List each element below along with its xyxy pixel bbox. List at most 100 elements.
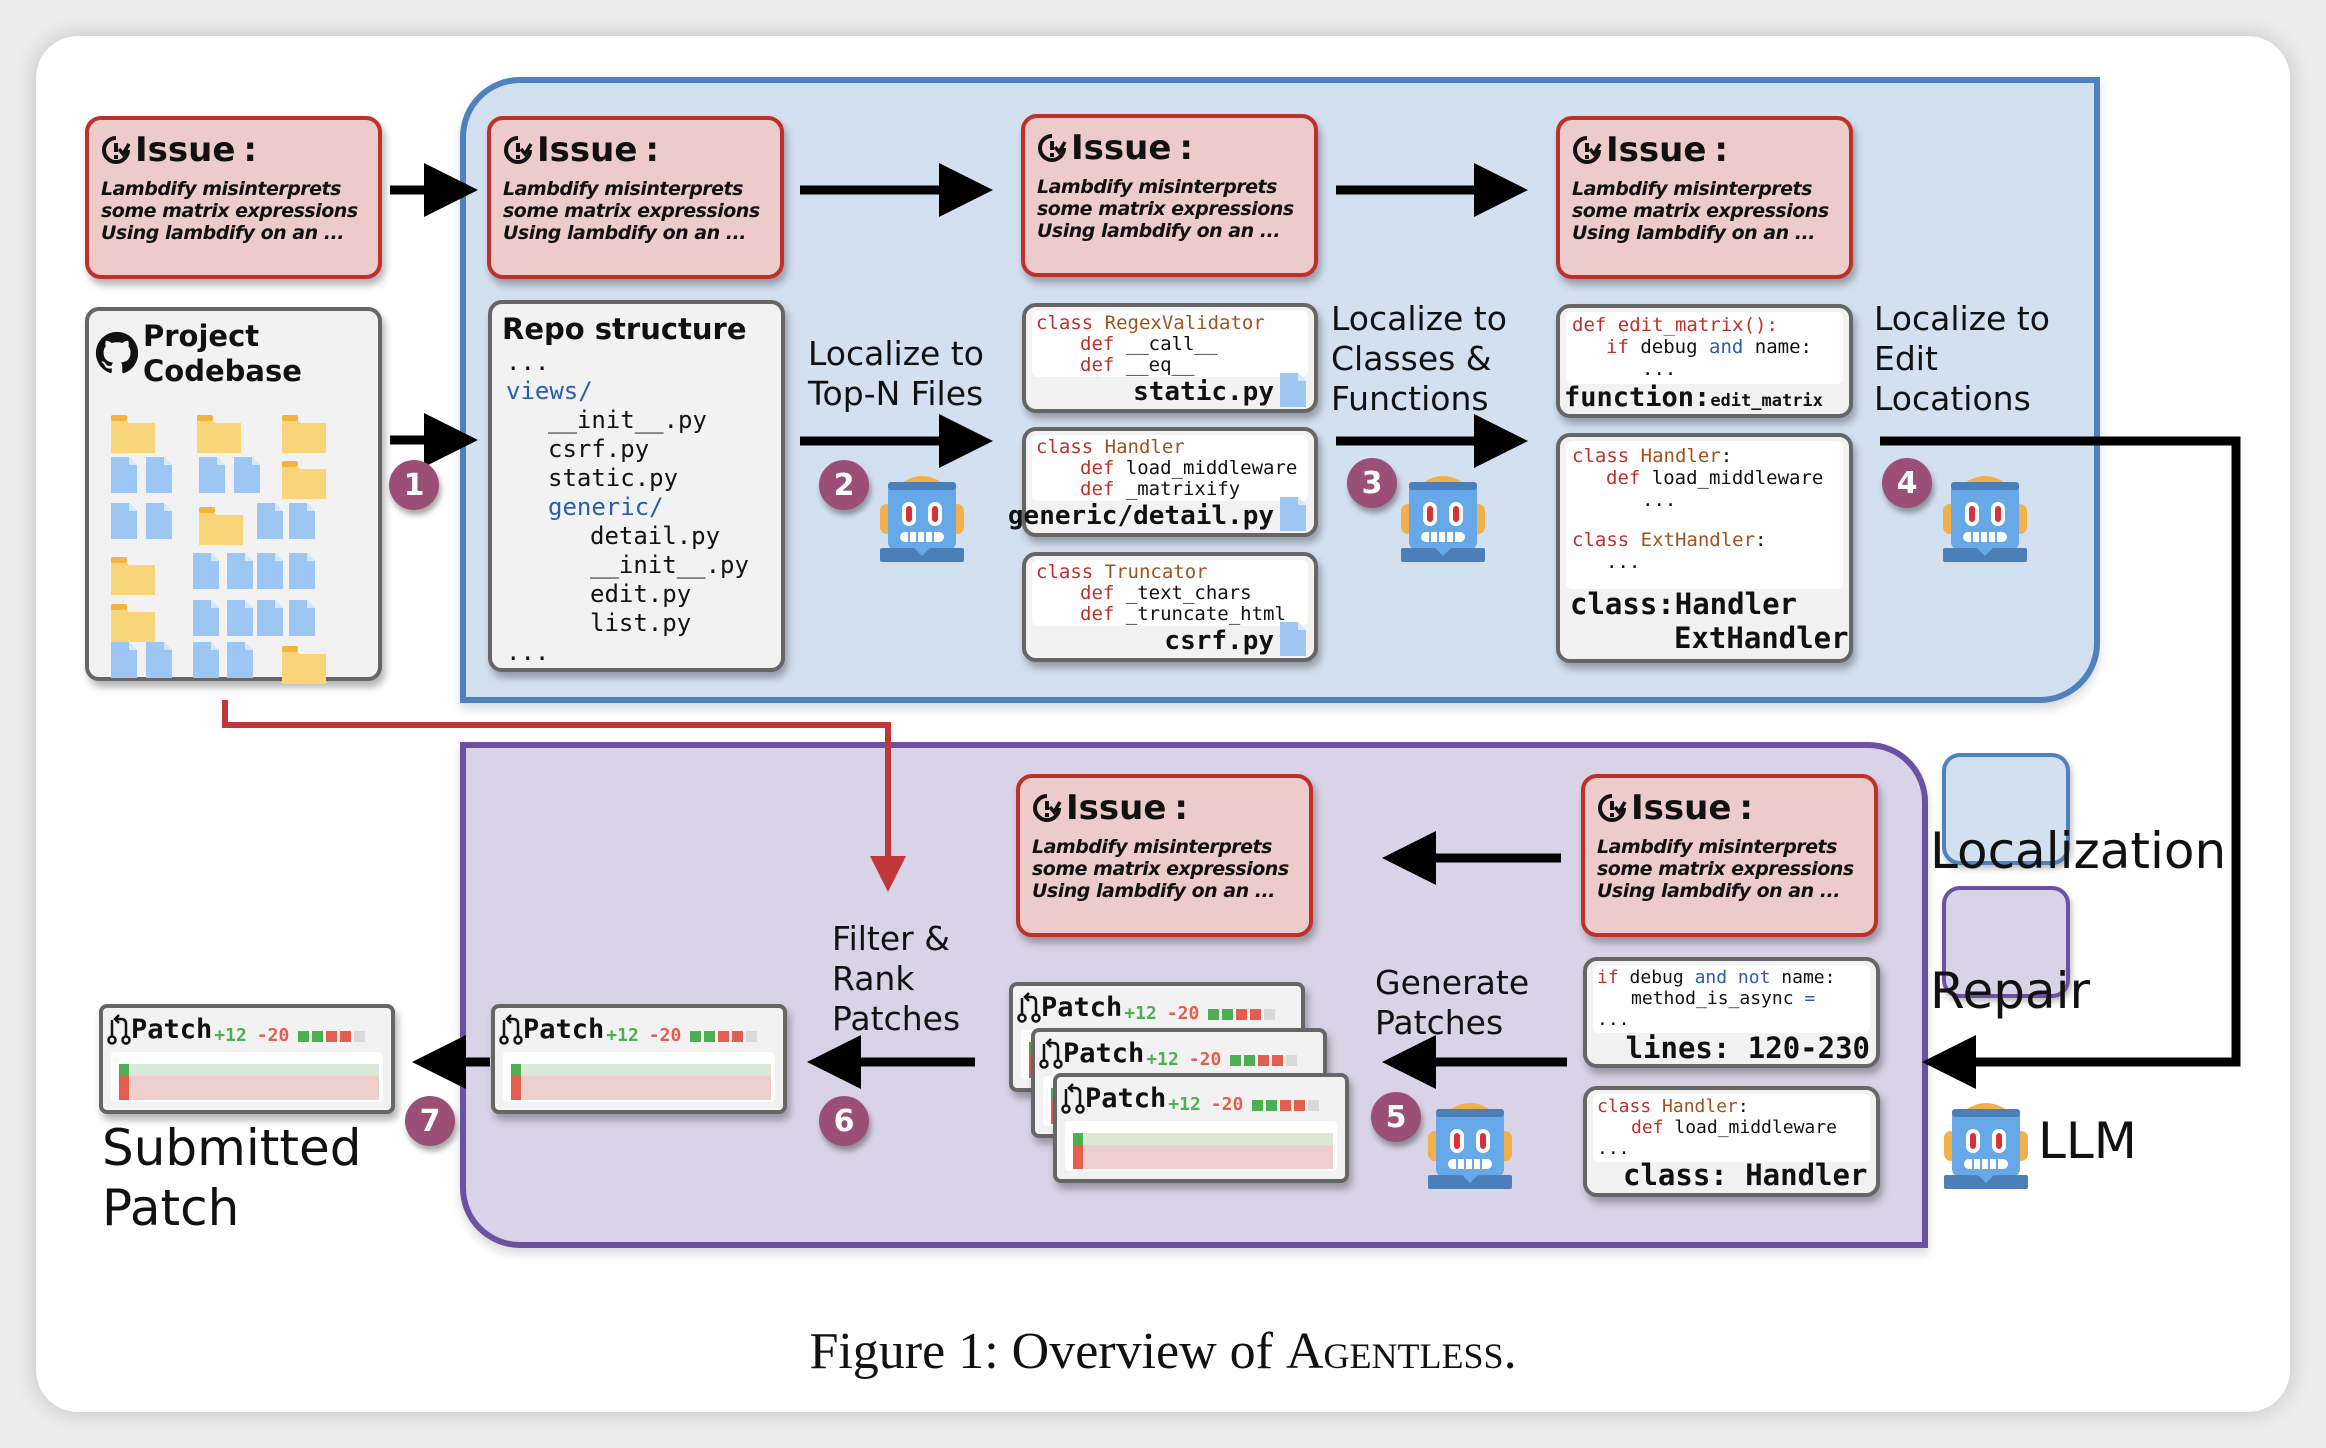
label-line: Generate (1375, 963, 1530, 1002)
file-icon (227, 642, 253, 678)
file-name: csrf.py (1164, 626, 1274, 656)
issue-title: Issue (1606, 130, 1707, 170)
label-line: Localize to (808, 334, 984, 373)
label-line: Patches (1375, 1003, 1504, 1042)
code-ellipsis: ... (1606, 551, 1641, 573)
file-icon (257, 553, 283, 589)
label-line: Rank (832, 959, 915, 998)
code-keyword: class (1036, 312, 1094, 334)
folder-icon (282, 415, 326, 453)
issue-icon (1573, 136, 1602, 164)
issue-line: Lambdify misinterprets (1597, 836, 1837, 858)
label-submitted-patch: Submitted Patch (102, 1118, 361, 1238)
file-candidate-card: class RegexValidator def __call__ def __… (1022, 303, 1318, 413)
issue-line: Lambdify misinterprets (1037, 176, 1277, 198)
patch-additions: +12 (1124, 1003, 1157, 1024)
file-icon (111, 642, 137, 678)
llm-robot-icon (1943, 476, 2027, 562)
diff-added-line (119, 1064, 379, 1076)
repo-tree-item: ... (506, 638, 550, 666)
diff-added-line (511, 1064, 771, 1076)
pull-request-icon (107, 1014, 131, 1045)
legend-localization-label: Localization (1930, 822, 2227, 880)
file-grid (89, 311, 386, 685)
patch-additions: +12 (214, 1025, 247, 1046)
github-icon (95, 331, 139, 374)
file-icon (1280, 622, 1306, 656)
label-line: Locations (1874, 379, 2031, 418)
code-token: method_is_async (1631, 988, 1794, 1009)
file-icon (257, 503, 283, 539)
issue-title: Issue (1631, 788, 1732, 828)
issue-line: Lambdify misinterprets (1032, 836, 1272, 858)
diff-stat-block (1308, 1100, 1320, 1111)
patch-deletions: -20 (648, 1025, 682, 1046)
class-name: Handler (1662, 1096, 1738, 1117)
method-name: _text_chars (1125, 582, 1252, 604)
diff-stat-block (354, 1031, 366, 1042)
llm-legend-robot-icon (1944, 1103, 2028, 1189)
diff-removed-lines (119, 1076, 379, 1100)
step-badge-3: 3 (1347, 458, 1397, 508)
file-name: static.py (1133, 377, 1274, 407)
diff-stat-block (1208, 1009, 1220, 1020)
caption-system-name: Agentless (1286, 1323, 1504, 1380)
label-line: Localize to (1331, 299, 1507, 338)
label-localize-classes: Localize to Classes & Functions (1331, 299, 1507, 419)
edit-class-value: class: Handler (1623, 1158, 1868, 1192)
repo-tree-item: __init__.py (590, 551, 749, 579)
class-name: RegexValidator (1104, 312, 1265, 334)
issue-line: some matrix expressions (1032, 858, 1289, 880)
edit-lines-value: lines: 120-230 (1625, 1031, 1870, 1065)
code-keyword: if (1597, 967, 1619, 988)
label-localize-edit: Localize to Edit Locations (1874, 299, 2050, 419)
method-name: __call__ (1125, 333, 1218, 355)
class-name: Handler (1104, 436, 1185, 458)
project-codebase-card: Project Codebase (85, 307, 382, 684)
file-icon (234, 457, 260, 493)
code-keyword: class (1597, 1096, 1652, 1117)
issue-colon: : (645, 130, 659, 170)
issue-line: Lambdify misinterprets (101, 178, 341, 200)
diff-removed-lines (511, 1076, 771, 1100)
patch-additions: +12 (606, 1025, 639, 1046)
diff-stat-block (1264, 1009, 1276, 1020)
folder-icon (282, 461, 326, 499)
method-name: load_middleware (1125, 457, 1298, 479)
legend-repair-label: Repair (1930, 962, 2091, 1020)
patch-deletions: -20 (1188, 1049, 1222, 1070)
diff-stat-block (1252, 1100, 1264, 1111)
patch-deletions: -20 (1166, 1003, 1200, 1024)
file-icon (111, 457, 137, 493)
folder-icon (111, 604, 155, 642)
code-ellipsis: ... (1642, 489, 1677, 511)
code-keyword: class (1036, 561, 1094, 583)
function-name: edit_matrix(): (1617, 314, 1778, 336)
class-label: class: (1570, 587, 1675, 621)
file-candidate-card: class Handler def load_middleware def _m… (1008, 427, 1318, 537)
label-line: Filter & (832, 919, 950, 958)
folder-icon (197, 415, 241, 453)
repo-tree-item: generic/ (548, 493, 664, 521)
step-badge-6: 6 (819, 1096, 869, 1146)
diff-added-line (1073, 1133, 1333, 1145)
file-candidate-card: class Truncator def _text_chars def _tru… (1022, 552, 1318, 662)
label-line: Patches (832, 999, 961, 1038)
diff-stat-block (312, 1031, 324, 1042)
patch-additions: +12 (1146, 1049, 1179, 1070)
patch-title: Patch (1063, 1038, 1145, 1069)
issue-line: Lambdify misinterprets (1572, 178, 1812, 200)
method-name: __eq__ (1125, 354, 1195, 376)
diff-stat-block (690, 1031, 702, 1042)
repo-tree-item: edit.py (590, 580, 692, 608)
patch-deletions: -20 (256, 1025, 290, 1046)
function-name: load_middleware (1651, 467, 1824, 489)
repo-tree-item: list.py (590, 609, 692, 637)
label-line: Patch (102, 1179, 240, 1237)
caption-suffix: . (1503, 1323, 1517, 1380)
